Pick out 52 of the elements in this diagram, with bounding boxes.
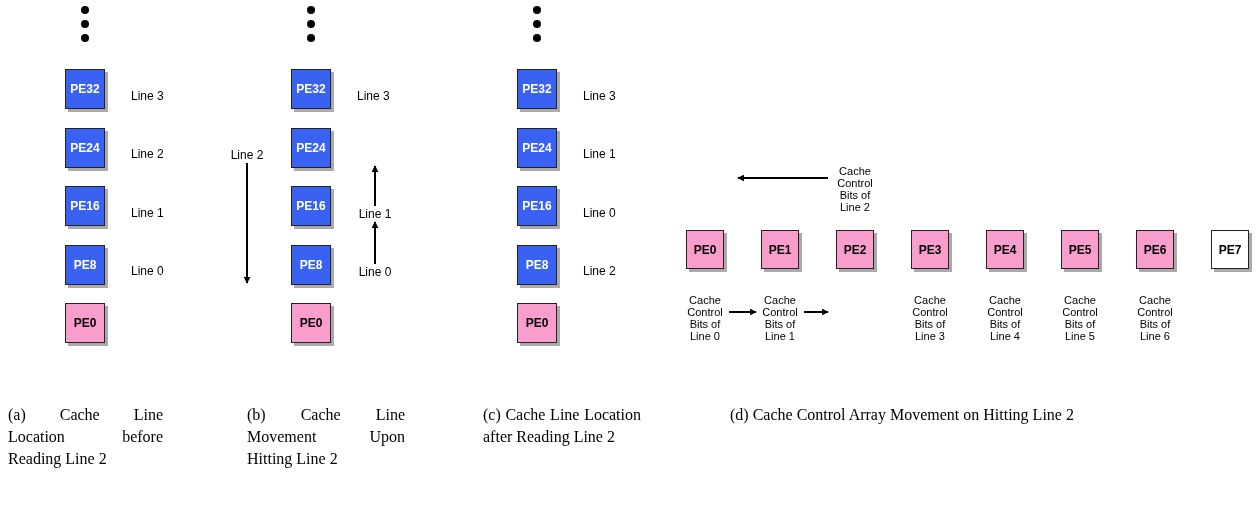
- processing-element-box: PE2: [836, 230, 874, 269]
- cache-line-label: Cache Control Bits of Line 5: [1056, 292, 1104, 344]
- cache-line-label: Cache Control Bits of Line 0: [681, 292, 729, 344]
- processing-element-box: PE0: [291, 303, 331, 343]
- cache-line-label: Line 1: [131, 206, 164, 220]
- processing-element-box: PE32: [291, 69, 331, 109]
- processing-element-box: PE16: [291, 186, 331, 226]
- arrow: [737, 174, 829, 182]
- arrow: [803, 308, 829, 316]
- processing-element-box: PE24: [291, 128, 331, 168]
- processing-element-box: PE24: [65, 128, 105, 168]
- processing-element-box: PE6: [1136, 230, 1174, 269]
- cache-line-label: Line 2: [583, 264, 616, 278]
- arrow: [371, 221, 379, 265]
- processing-element-box: PE16: [65, 186, 105, 226]
- cache-line-label: Line 3: [583, 89, 616, 103]
- cache-line-label: Line 1: [352, 206, 398, 222]
- subfigure-caption: (a) Cache Line Location before Reading Line 2: [8, 405, 163, 470]
- processing-element-box: PE5: [1061, 230, 1099, 269]
- processing-element-box: PE0: [517, 303, 557, 343]
- processing-element-box: PE0: [686, 230, 724, 269]
- processing-element-box: PE0: [65, 303, 105, 343]
- processing-element-box: PE32: [517, 69, 557, 109]
- processing-element-box: PE1: [761, 230, 799, 269]
- subfigure-caption: (b) Cache Line Movement Upon Hitting Line 2: [247, 405, 405, 470]
- cache-line-label: Line 2: [131, 147, 164, 161]
- processing-element-box: PE7: [1211, 230, 1249, 269]
- processing-element-box: PE8: [65, 245, 105, 285]
- processing-element-box: PE3: [911, 230, 949, 269]
- arrow: [371, 165, 379, 207]
- cache-line-label: Line 2: [222, 147, 272, 163]
- subfigure-caption: (d) Cache Control Array Movement on Hitting Line 2: [730, 405, 1075, 426]
- cache-line-label: Line 0: [583, 206, 616, 220]
- arrow: [728, 308, 757, 316]
- cache-line-label: Line 0: [131, 264, 164, 278]
- cache-line-label: Cache Control Bits of Line 3: [906, 292, 954, 344]
- processing-element-box: PE24: [517, 128, 557, 168]
- cache-line-label: Cache Control Bits of Line 2: [828, 158, 882, 220]
- cache-line-label: Cache Control Bits of Line 4: [981, 292, 1029, 344]
- cache-line-label: Line 1: [583, 147, 616, 161]
- cache-line-label: Line 3: [357, 89, 390, 103]
- processing-element-box: PE32: [65, 69, 105, 109]
- arrow: [243, 162, 251, 284]
- cache-line-label: Line 0: [352, 264, 398, 280]
- processing-element-box: PE8: [291, 245, 331, 285]
- cache-line-label: Line 3: [131, 89, 164, 103]
- cache-line-label: Cache Control Bits of Line 6: [1131, 292, 1179, 344]
- subfigure-caption: (c) Cache Line Location after Reading Line 2: [483, 405, 641, 448]
- processing-element-box: PE8: [517, 245, 557, 285]
- processing-element-box: PE16: [517, 186, 557, 226]
- cache-line-label: Cache Control Bits of Line 1: [756, 292, 804, 344]
- processing-element-box: PE4: [986, 230, 1024, 269]
